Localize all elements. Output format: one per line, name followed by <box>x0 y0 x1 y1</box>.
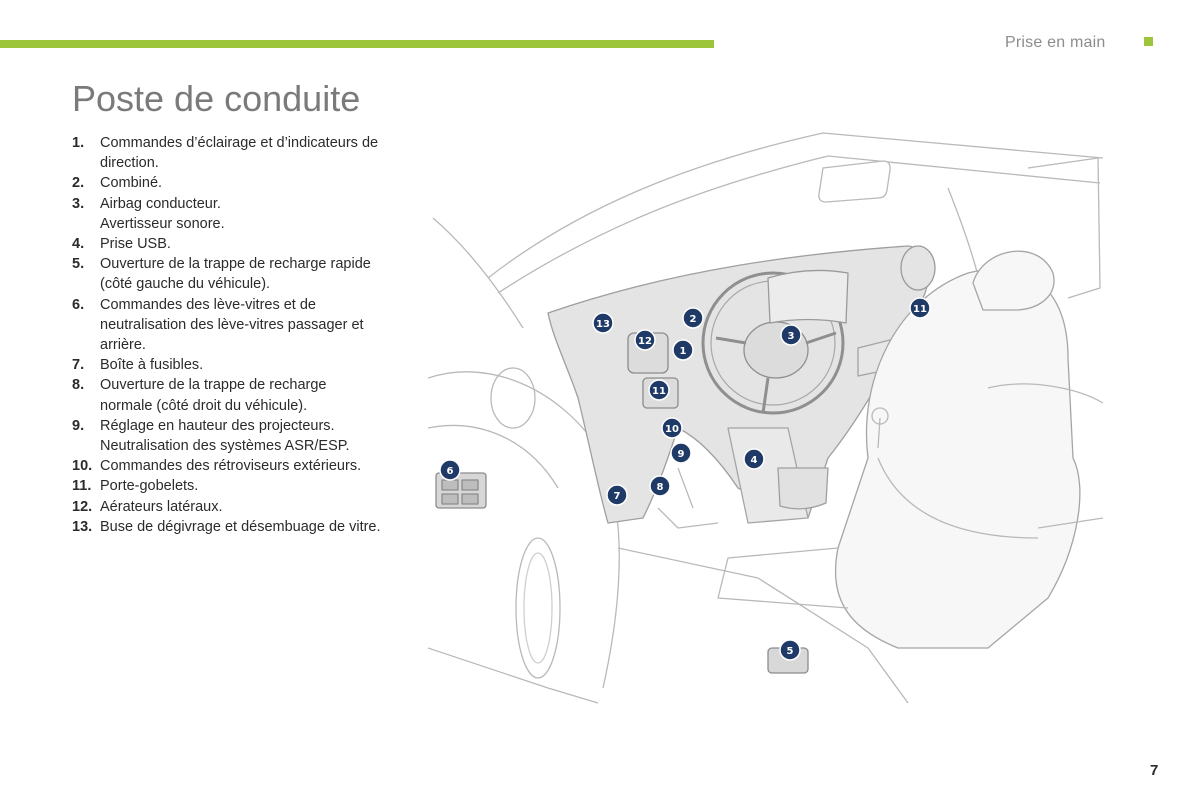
svg-text:6: 6 <box>447 466 454 477</box>
callout-6: 6 <box>439 459 461 481</box>
legend-item: 9. Réglage en hauteur des projecteurs.Neu… <box>72 416 412 456</box>
legend-item: 12. Aérateurs latéraux. <box>72 497 412 517</box>
page-number: 7 <box>1150 762 1159 779</box>
driver-seat <box>834 268 1081 649</box>
callout-7: 7 <box>606 484 628 506</box>
svg-text:2: 2 <box>690 314 697 325</box>
callout-9: 9 <box>670 442 692 464</box>
legend-number: 13. <box>72 518 93 535</box>
legend-item: 10. Commandes des rétroviseurs extérieurs… <box>72 456 412 476</box>
gear-lever <box>871 407 889 449</box>
callout-3: 3 <box>780 324 802 346</box>
legend-item: 13. Buse de dégivrage et désembuage de vi… <box>72 517 412 537</box>
legend-number: 11. <box>72 478 92 495</box>
legend-number: 3. <box>72 195 85 212</box>
svg-text:13: 13 <box>596 319 610 330</box>
legend-number: 4. <box>72 236 85 253</box>
c-pillar <box>1027 157 1101 299</box>
legend-text: Commandes d’éclairage et d’indicateurs d… <box>100 135 379 172</box>
legend-text: Prise USB. <box>100 236 171 253</box>
page-title: Poste de conduite <box>72 78 361 119</box>
legend-number: 12. <box>72 498 93 515</box>
legend-number: 8. <box>72 377 85 394</box>
legend-item: 5. Ouverture de la trappe de recharge rap… <box>72 254 412 294</box>
callout-10: 10 <box>661 417 683 439</box>
callout-4: 4 <box>743 448 765 470</box>
callout-2: 2 <box>682 307 704 329</box>
legend-item: 2. Combiné. <box>72 173 412 193</box>
header-accent-bar <box>0 40 714 48</box>
legend-item: 11. Porte-gobelets. <box>72 476 412 496</box>
svg-text:9: 9 <box>678 449 685 460</box>
roof-edge <box>497 155 1101 294</box>
section-marker <box>1144 37 1153 46</box>
a-pillar <box>432 217 524 329</box>
legend-text: Boîte à fusibles. <box>100 357 204 374</box>
svg-text:11: 11 <box>913 304 927 315</box>
legend-item: 1. Commandes d’éclairage et d’indicateurs… <box>72 133 412 173</box>
legend-number: 6. <box>72 296 85 313</box>
legend-text: Combiné. <box>100 175 163 192</box>
windscreen-outline <box>487 132 1104 279</box>
legend-item: 4. Prise USB. <box>72 234 412 254</box>
svg-text:11: 11 <box>652 386 666 397</box>
legend-text: Aérateurs latéraux. <box>100 498 223 515</box>
svg-text:5: 5 <box>787 646 794 657</box>
svg-text:4: 4 <box>751 455 758 466</box>
svg-text:10: 10 <box>665 424 679 435</box>
callout-1: 1 <box>672 339 694 361</box>
callout-11-cup-holder: 11 <box>648 379 670 401</box>
seat-headrest <box>972 250 1055 311</box>
callout-12: 12 <box>634 329 656 351</box>
side-air-vent-right <box>900 245 936 291</box>
side-air-vent-left <box>490 367 536 429</box>
legend-text: Ouverture de la trappe de recharge rapid… <box>100 256 371 293</box>
legend-number: 10. <box>72 458 93 475</box>
legend-number: 7. <box>72 357 85 374</box>
steering-wheel <box>701 271 845 415</box>
legend-number: 2. <box>72 175 85 192</box>
cup-holder-tray <box>777 467 829 510</box>
seat-cushion <box>717 547 849 609</box>
callout-5: 5 <box>779 639 801 661</box>
legend-list: 1. Commandes d’éclairage et d’indicateurs… <box>72 133 412 537</box>
legend-item: 7. Boîte à fusibles. <box>72 355 412 375</box>
legend-item: 3. Airbag conducteur.Avertisseur sonore. <box>72 194 412 234</box>
legend-text: Airbag conducteur.Avertisseur sonore. <box>100 195 225 232</box>
instrument-cluster <box>767 269 849 324</box>
svg-text:1: 1 <box>680 346 687 357</box>
legend-number: 9. <box>72 417 85 434</box>
legend-text: Réglage en hauteur des projecteurs.Neutr… <box>100 417 350 455</box>
svg-text:7: 7 <box>614 491 621 502</box>
callout-8: 8 <box>649 475 671 497</box>
legend-number: 1. <box>72 135 85 151</box>
svg-text:8: 8 <box>657 482 664 493</box>
svg-text:3: 3 <box>788 331 795 342</box>
callout-13: 13 <box>592 312 614 334</box>
rear-seat <box>987 383 1104 404</box>
legend-number: 5. <box>72 256 85 273</box>
svg-text:12: 12 <box>638 336 652 347</box>
floor-line <box>617 547 909 704</box>
door-trim <box>428 424 559 489</box>
pedal-area <box>657 467 719 529</box>
legend-text: Commandes des rétroviseurs extérieurs. <box>100 458 362 475</box>
callout-11-right-vent: 11 <box>909 297 931 319</box>
legend-text: Buse de dégivrage et désembuage de vitre… <box>100 518 381 535</box>
door-speaker <box>515 537 561 679</box>
section-label: Prise en main <box>1005 34 1106 51</box>
legend-text: Porte-gobelets. <box>100 478 199 495</box>
rear-view-mirror <box>818 160 891 203</box>
cockpit-illustration: 1 2 3 4 5 6 7 8 9 10 11 11 12 13 <box>428 132 1104 704</box>
